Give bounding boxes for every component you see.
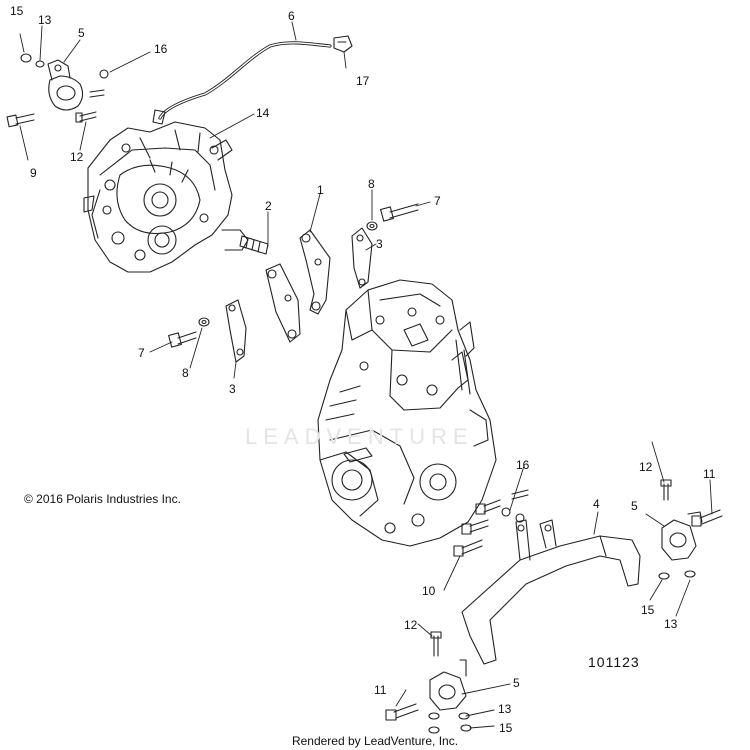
washer-8-lower [198,317,210,327]
callout-15: 15 [10,4,24,18]
callout-6: 6 [288,9,295,23]
copyright-notice: © 2016 Polaris Industries Inc. [24,492,181,506]
callout-1: 1 [317,183,324,197]
mount-bracket-4 [461,519,641,665]
callout-10: 10 [422,584,436,598]
callout-8: 8 [368,177,375,191]
watermark: LEADVENTURE [245,424,474,449]
callout-17: 17 [356,74,370,88]
callout-4: 4 [593,497,600,511]
nut-15-top [20,53,32,63]
callout-7: 7 [138,346,145,360]
leader-lines [19,21,713,729]
bolt-11-bottom [385,703,419,721]
callout-13: 13 [498,702,512,716]
transmission [83,121,249,273]
nuts-15-bottom [428,724,472,734]
vent-tube [152,41,332,125]
bolt-11-right [691,509,723,527]
callout-14: 14 [256,106,270,120]
bracket-1 [299,229,331,315]
callout-12: 12 [404,618,418,632]
washer-13-right [658,572,670,580]
callout-11: 11 [374,683,387,697]
bolt-7-upper [380,203,419,222]
bracket-3-upper [351,227,373,289]
engine-mount-top-left [47,59,84,111]
rendered-by-footer: Rendered by LeadVenture, Inc. [291,734,459,748]
washers-13-bottom [428,712,470,720]
output-shaft [239,235,269,255]
callout-5: 5 [631,499,638,513]
bolt-12-right [660,479,672,501]
bracket-3-lower [225,299,247,363]
bolt-9 [6,113,35,128]
callout-5: 5 [78,26,85,40]
callout-12: 12 [70,150,84,164]
bolt-12-bottom [430,631,442,657]
callout-15: 15 [499,721,513,735]
drawing-number: 101123 [588,654,640,670]
engine [317,279,497,547]
washer-8-upper [366,221,378,231]
callout-16: 16 [516,458,530,472]
bolt-7-lower [168,331,197,348]
washer-13-top [35,60,45,68]
nut-15-right [684,570,696,578]
callout-12: 12 [639,460,653,474]
bolt-12-top [75,111,97,123]
callout-16: 16 [154,42,168,56]
bolt-16-top [89,69,109,98]
tube-clip [333,35,353,53]
callout-13: 13 [664,617,678,631]
callout-15: 15 [641,603,655,617]
engine-mount-bottom [429,659,467,711]
engine-mount-right [661,511,703,561]
callout-9: 9 [30,166,37,180]
callout-7: 7 [434,194,441,208]
callout-11: 11 [703,467,716,481]
callout-3: 3 [229,382,236,396]
bolts-10 [453,499,501,557]
nuts-16 [501,489,529,523]
callout-8: 8 [182,366,189,380]
bracket-2 [265,263,301,343]
callout-13: 13 [38,13,52,27]
callout-5: 5 [513,676,520,690]
callout-3: 3 [376,237,383,251]
callout-2: 2 [265,199,272,213]
